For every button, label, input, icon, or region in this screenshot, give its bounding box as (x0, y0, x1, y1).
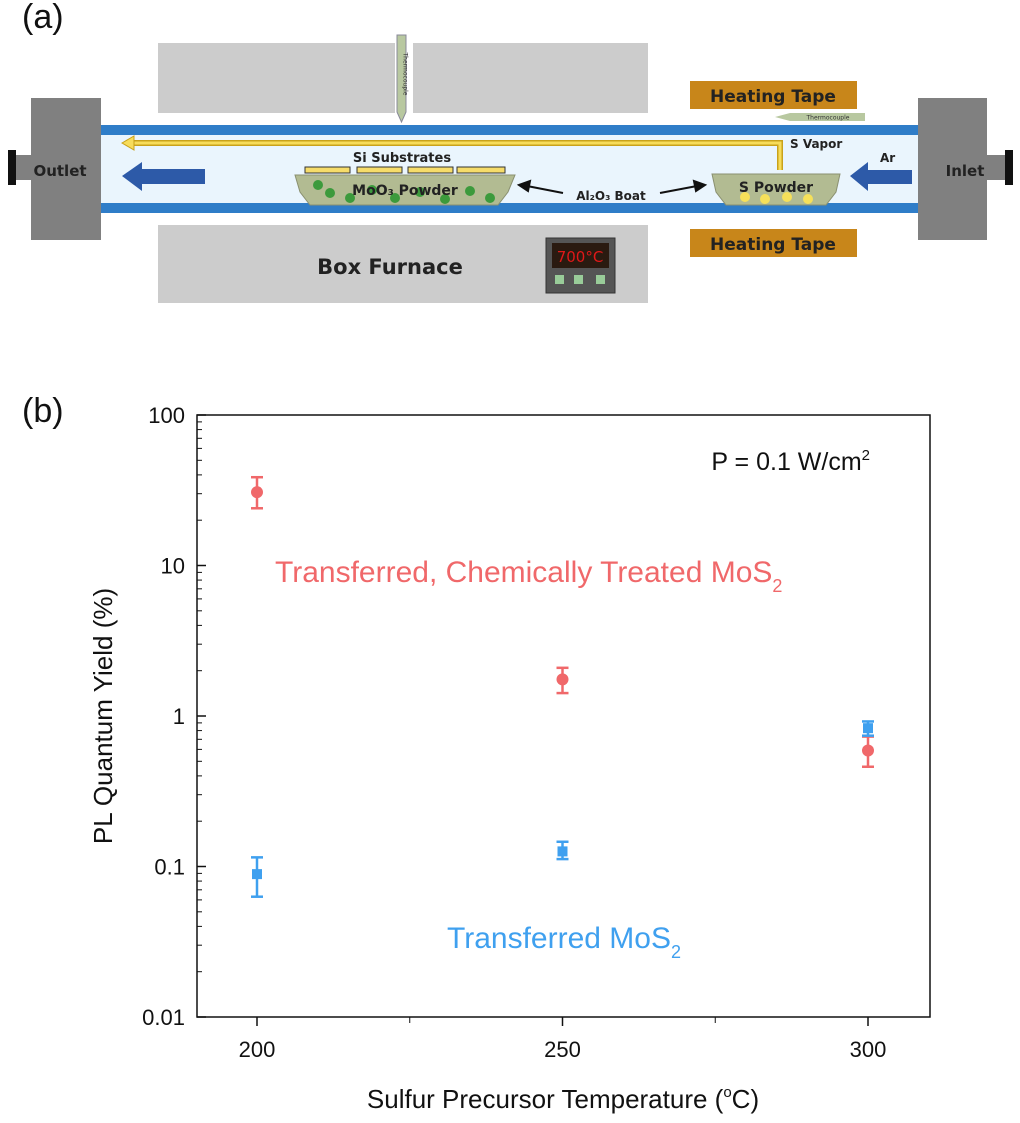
heating-tape-bottom-label: Heating Tape (710, 235, 836, 255)
inlet-handle (1005, 150, 1013, 185)
x-axis-label-end: C) (732, 1084, 759, 1114)
series-label-untreated: Transferred MoS2 (447, 922, 681, 962)
data-point-untreated (252, 869, 262, 880)
plot-frame (196, 414, 931, 1018)
outlet-flow-arrow (122, 162, 205, 191)
heating-tape-top-label: Heating Tape (710, 87, 836, 107)
moo3-powder-label: MoO₃ Powder (352, 183, 458, 199)
panel-a-label: (a) (22, 0, 64, 36)
outlet-handle (8, 150, 16, 185)
y-tick-label: 10 (161, 554, 185, 579)
x-tick-label: 250 (544, 1037, 581, 1062)
heating-tape-top (690, 81, 857, 109)
data-point-treated (556, 673, 569, 686)
al2o3-boat-label: Al₂O₃ Boat (576, 189, 646, 203)
boat-pointer-arrows (516, 179, 708, 194)
inlet-block (918, 98, 987, 240)
quartz-tube-bottom-wall (100, 203, 918, 213)
outlet-block (31, 98, 101, 240)
thermocouple-right-label: Thermocouple (806, 115, 850, 122)
y-tick-label: 1 (173, 704, 185, 729)
s-vapor-arrow (121, 135, 783, 170)
x-axis-label-text: Sulfur Precursor Temperature ( (367, 1084, 724, 1114)
heating-tape-bottom (690, 229, 857, 257)
power-annotation: P = 0.1 W/cm2 (711, 447, 870, 476)
ar-flow-arrow (850, 162, 912, 191)
s-vapor-label: S Vapor (790, 137, 842, 151)
y-tick-label: 100 (148, 403, 185, 428)
controller-display: 700°C (557, 248, 604, 266)
series-label-treated-sub: 2 (772, 576, 782, 596)
series-label-untreated-text: Transferred MoS (447, 922, 671, 955)
si-substrates (304, 166, 506, 174)
x-tick-label: 300 (850, 1037, 887, 1062)
ar-label: Ar (880, 151, 895, 165)
data-point-treated (862, 744, 874, 757)
s-powder-label: S Powder (739, 180, 813, 196)
y-axis-label: PL Quantum Yield (%) (88, 588, 118, 844)
temperature-controller: 700°C (545, 237, 616, 294)
moo3-boat (294, 174, 516, 206)
box-furnace-label: Box Furnace (317, 255, 463, 279)
quartz-tube-top-wall (100, 125, 918, 135)
s-boat (711, 173, 841, 206)
thermocouple-top-label: Thermocouple (402, 52, 409, 96)
power-annotation-text: P = 0.1 W/cm (711, 448, 861, 476)
thermocouple-right (775, 113, 865, 121)
outlet-label: Outlet (33, 162, 86, 180)
power-annotation-sup: 2 (862, 447, 870, 464)
inlet-label: Inlet (946, 162, 985, 180)
furnace-top-left (158, 43, 395, 113)
si-substrates-label: Si Substrates (353, 151, 451, 166)
y-tick-label: 0.1 (154, 855, 185, 880)
furnace-top-right (413, 43, 648, 113)
x-tick-label: 200 (239, 1037, 276, 1062)
thermocouple-top (396, 34, 407, 124)
furnace-diagram: Box Furnace 700°C Thermocouple Heating T… (8, 34, 1013, 303)
y-tick-label: 0.01 (142, 1005, 185, 1030)
data-point-untreated (557, 846, 568, 857)
x-axis-label: Sulfur Precursor Temperature (oC) (367, 1084, 759, 1114)
series-label-treated: Transferred, Chemically Treated MoS2 (275, 556, 782, 596)
x-axis-label-sup: o (723, 1084, 731, 1101)
series-label-treated-text: Transferred, Chemically Treated MoS (275, 556, 772, 589)
series-label-untreated-sub: 2 (671, 942, 681, 962)
data-point-treated (251, 486, 263, 499)
panel-b-label: (b) (22, 392, 64, 430)
data-point-untreated (863, 723, 873, 734)
